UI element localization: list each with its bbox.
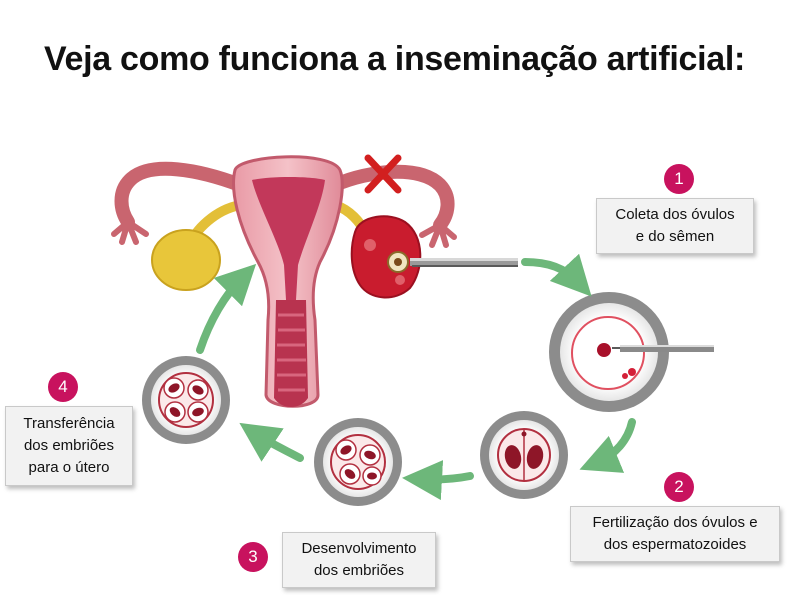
arrow-to-dish-collection	[521, 253, 592, 297]
arrow-to-uterus	[196, 263, 257, 354]
step-2-line-1: Fertilização dos óvulos e	[592, 514, 758, 531]
arrow-to-dish-transfer	[239, 422, 304, 462]
step-2-line-2: dos espermatozoides	[603, 536, 747, 553]
step-label-collection: Coleta dos óvulos e do sêmen	[596, 198, 754, 254]
dish-collection	[549, 292, 714, 412]
aspiration-needle	[410, 258, 518, 267]
page-title: Veja como funciona a inseminação artific…	[44, 40, 746, 78]
step-4-line-3: para o útero	[28, 459, 110, 476]
cycle-arrows	[196, 253, 636, 501]
dish-fertilization	[480, 411, 568, 499]
step-badge-2: 2	[664, 472, 694, 502]
left-ovary	[151, 229, 221, 291]
arrow-to-dish-development	[402, 460, 474, 501]
arrow-to-dish-fertilization	[579, 418, 636, 473]
dish-transfer	[142, 356, 230, 444]
step-1-line-1: Coleta dos óvulos	[615, 206, 735, 223]
step-badge-4: 4	[48, 372, 78, 402]
blocked-tube-cross-icon	[364, 154, 402, 194]
dish-development	[314, 418, 402, 506]
step-4-line-1: Transferência	[23, 415, 115, 432]
step-3-line-1: Desenvolvimento	[301, 540, 417, 557]
step-label-development: Desenvolvimento dos embriões	[282, 532, 436, 588]
step-3-line-2: dos embriões	[313, 562, 405, 579]
step-label-fertilization: Fertilização dos óvulos e dos espermatoz…	[570, 506, 780, 562]
uterus-illustration	[111, 155, 457, 408]
step-label-transfer: Transferência dos embriões para o útero	[5, 406, 133, 486]
step-4-line-2: dos embriões	[23, 437, 115, 454]
step-badge-1: 1	[664, 164, 694, 194]
right-ovary	[350, 215, 422, 299]
step-badge-3: 3	[238, 542, 268, 572]
step-1-line-2: e do sêmen	[635, 228, 715, 245]
